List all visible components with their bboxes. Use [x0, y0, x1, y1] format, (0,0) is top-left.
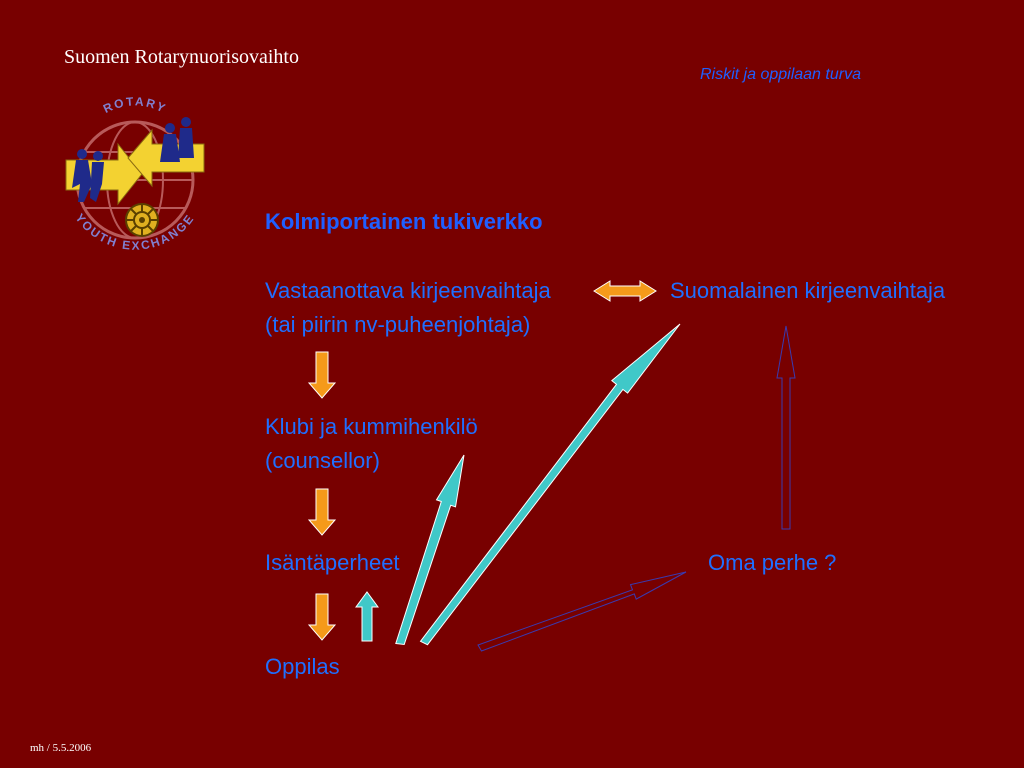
- down-arrow-icon: [307, 593, 337, 641]
- down-arrow-icon: [307, 351, 337, 399]
- up-arrow-icon: [355, 591, 379, 642]
- student-label: Oppilas: [265, 654, 340, 679]
- svg-text:ROTARY: ROTARY: [101, 94, 169, 116]
- district-chair-label: (tai piirin nv-puheenjohtaja): [265, 312, 531, 337]
- finnish-exchange-officer-label: Suomalainen kirjeenvaihtaja: [670, 278, 946, 303]
- arrow-own-family-to-finnish-officer-icon: [776, 325, 796, 530]
- down-arrow-icon: [307, 488, 337, 536]
- logo-top-text: ROTARY: [101, 94, 167, 116]
- club-sponsor-label: Klubi ja kummihenkilö: [265, 414, 478, 439]
- receiving-exchange-officer-label: Vastaanottava kirjeenvaihtaja: [265, 278, 551, 303]
- diagram-heading: Kolmiportainen tukiverkko: [265, 209, 543, 234]
- rotary-youth-exchange-logo: ROTARY YOUTH EXCHANGE: [65, 94, 205, 253]
- double-arrow-icon: [593, 280, 657, 302]
- arrow-student-to-own-family-icon: [477, 571, 687, 652]
- arrow-student-to-finnish-officer-icon: [419, 323, 681, 646]
- footer-credit: mh / 5.5.2006: [30, 742, 92, 754]
- host-families-label: Isäntäperheet: [265, 550, 400, 575]
- organization-title: Suomen Rotarynuorisovaihto: [64, 46, 299, 68]
- own-family-label: Oma perhe ?: [708, 550, 837, 575]
- arrow-student-to-club-icon: [395, 454, 465, 646]
- slide-subtitle: Riskit ja oppilaan turva: [700, 66, 861, 83]
- counsellor-label: (counsellor): [265, 448, 380, 473]
